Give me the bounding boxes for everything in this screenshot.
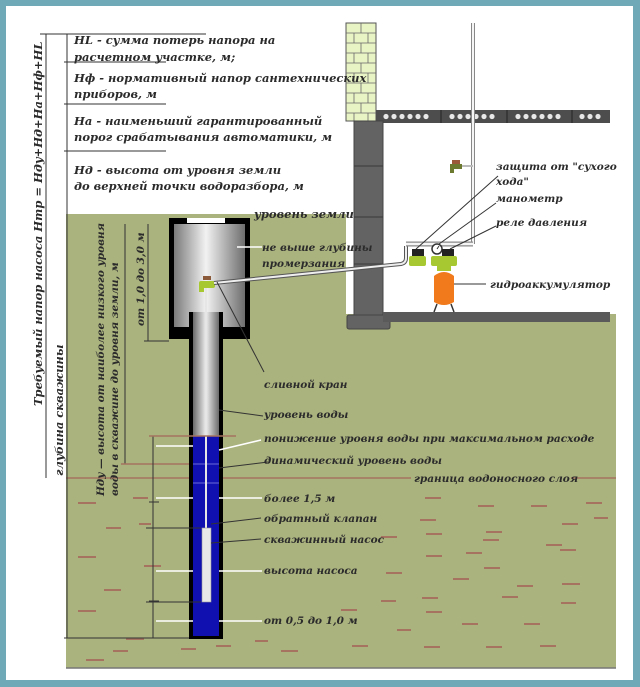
diagram-frame: HL - сумма потерь напора на расчетном уч… (6, 6, 633, 680)
drain-tap (199, 276, 215, 292)
hdu-label-1: Ндy — высота от наиболее низкого уровня (95, 223, 107, 497)
bottom-gap-label: от 0,5 до 1,0 м (264, 615, 358, 627)
hdu-label-2: воды в скважине до уровня земли, м (109, 262, 121, 496)
well-diagram: HL - сумма потерь напора на расчетном уч… (31, 22, 617, 669)
caisson-depth-label: от 1,0 до 3,0 м (135, 232, 147, 326)
dry-run-protection (409, 249, 426, 266)
hd-label-2: до верхней точки водоразбора, м (74, 179, 304, 193)
dynamic-level-label: динамический уровень воды (264, 454, 442, 467)
hd-label-1: Нд - высота от уровня земли (73, 163, 281, 177)
accumulator-label: гидроаккумулятор (490, 279, 611, 291)
ground-level-label: уровень земли (253, 207, 354, 221)
manometer-icon (431, 243, 443, 255)
white-arrows (156, 246, 262, 622)
aquifer-boundary-label: граница водоносного слоя (414, 473, 578, 485)
water-level-label: уровень воды (263, 409, 349, 421)
total-head-label: Требуемый напор насоса Нтр = Ндy+Нд+На+Н… (31, 42, 45, 406)
accumulator-tank (433, 272, 455, 313)
well-depth-label: глубина скважины (52, 344, 66, 476)
ha-label-2: порог срабатывания автоматики, м (74, 130, 332, 144)
hf-label-1: Нф - нормативный напор сантехнических (73, 71, 367, 85)
manometer-label: манометр (496, 193, 563, 205)
drawdown-label: понижение уровня воды при максимальном р… (264, 433, 595, 445)
over-1-5-label: более 1,5 м (264, 493, 335, 505)
drain-valve-label: сливной кран (264, 378, 348, 391)
floor-slab (376, 110, 610, 123)
dry-run-label-2: хода" (495, 176, 529, 188)
dry-run-label-1: защита от "сухого (496, 161, 617, 173)
pressure-switch-label: реле давления (496, 217, 587, 229)
pump-height-label: высота насоса (264, 565, 358, 577)
freeze-depth-label-2: промерзания (262, 258, 345, 270)
basement-wall (346, 120, 610, 330)
leader-lines (210, 175, 499, 544)
hl-label-1: HL - сумма потерь напора на (73, 33, 275, 47)
basement-floor (383, 312, 610, 322)
freeze-depth-label-1: не выше глубины (262, 242, 373, 254)
well-pump (201, 527, 212, 603)
ha-label-1: На - наименьший гарантированный (73, 114, 322, 128)
dimension-lines (40, 33, 236, 639)
aquifer-label-bg (411, 472, 571, 484)
check-valve-label: обратный клапан (264, 512, 378, 525)
hf-label-2: приборов, м (74, 87, 157, 101)
well-pump-label: скважинный насос (264, 533, 385, 546)
aquifer-dashes (66, 477, 616, 661)
well-casing (189, 286, 223, 639)
pressure-switch (431, 249, 457, 271)
faucet-icon (450, 160, 473, 173)
hl-label-2: расчетном участке, м; (74, 50, 235, 64)
